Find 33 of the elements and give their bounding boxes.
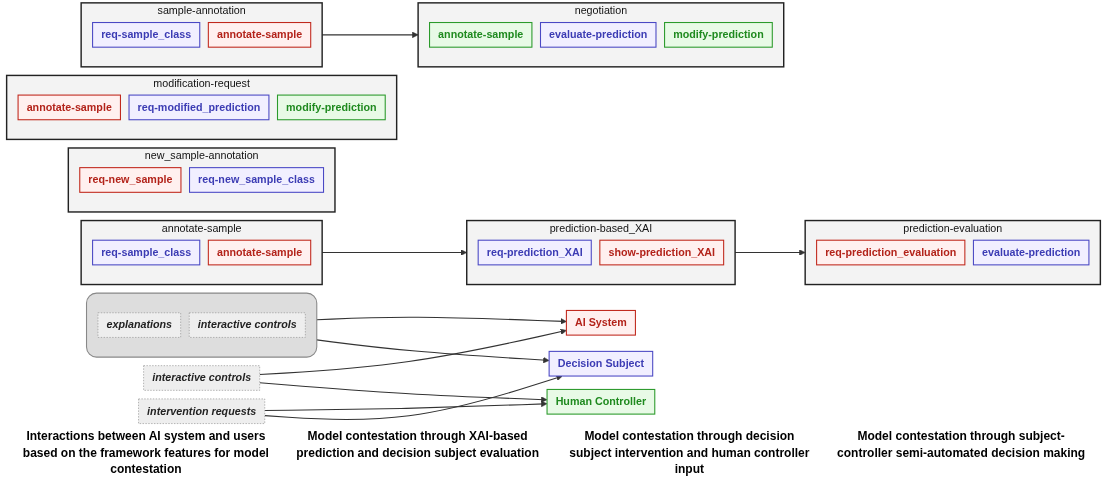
node-box: evaluate-prediction	[972, 239, 1090, 266]
arrow	[316, 316, 567, 325]
node-box: evaluate-prediction	[539, 22, 657, 48]
arrow	[316, 339, 550, 364]
node-box: Human Controller	[546, 388, 656, 415]
node-box: req-sample_class	[92, 239, 201, 266]
node-box: annotate-sample	[207, 239, 312, 266]
node-box: req-new_sample	[79, 167, 182, 193]
node-box: explanations	[97, 312, 182, 338]
panel-caption: Interactions between AI system and users based on the framework features for model contestation	[21, 428, 270, 477]
node-box: req-modified_prediction	[128, 94, 270, 121]
node-box: interactive controls	[188, 312, 306, 338]
node-box: show-prediction_XAI	[599, 239, 725, 266]
node-box: annotate-sample	[17, 94, 121, 121]
node-box: req-prediction_XAI	[477, 239, 592, 266]
arrow	[259, 328, 567, 376]
arrow	[259, 382, 548, 403]
node-box: intervention requests	[138, 398, 266, 424]
node-box: Decision Subject	[548, 350, 654, 377]
panel-caption: Model contestation through decision subject intervention and human controller input	[568, 428, 811, 477]
node-box: AI System	[565, 309, 636, 336]
node-box: annotate-sample	[207, 22, 312, 48]
node-box: req-new_sample_class	[189, 167, 325, 193]
node-box: modify-prediction	[276, 94, 386, 121]
node-box: req-prediction_evaluation	[816, 239, 966, 266]
panel-caption: Model contestation through XAI-based prediction and decision subject evaluation	[295, 428, 540, 462]
panel-caption: Model contestation through subject-controller semi-automated decision making	[836, 428, 1087, 462]
cluster	[85, 292, 318, 358]
node-box: annotate-sample	[429, 22, 533, 48]
node-box: req-sample_class	[92, 22, 201, 48]
node-box: modify-prediction	[664, 22, 773, 48]
node-box: interactive controls	[143, 365, 261, 391]
arrow	[264, 400, 548, 412]
